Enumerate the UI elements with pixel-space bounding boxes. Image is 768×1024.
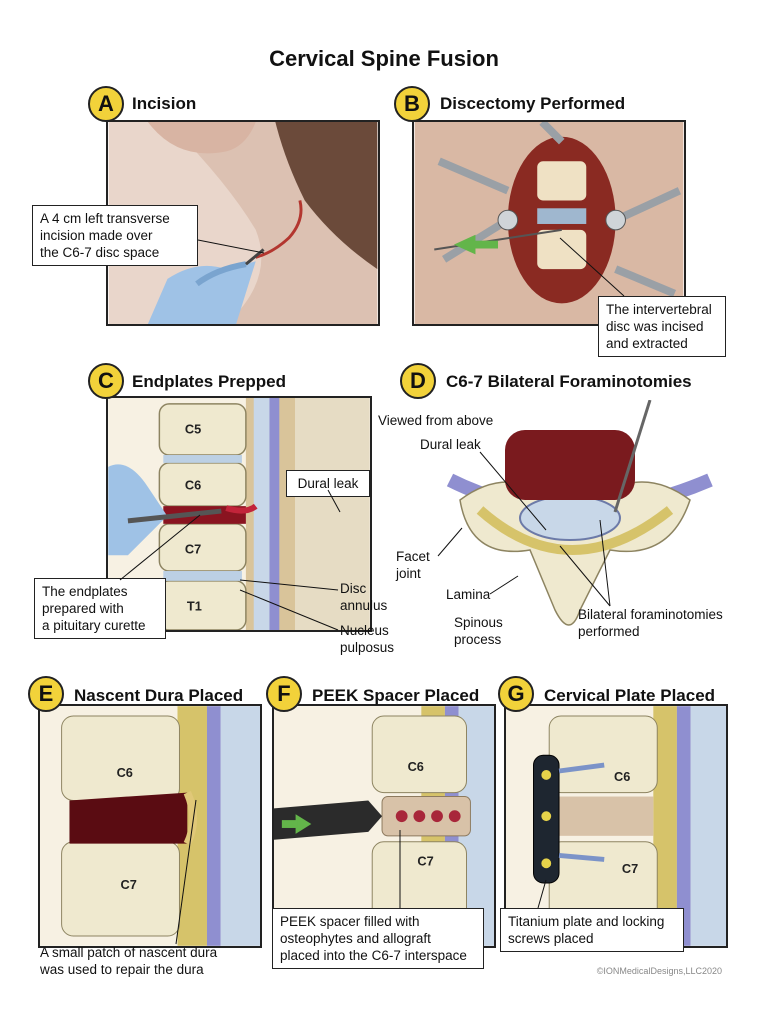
g-label-c6: C6 — [614, 769, 630, 784]
page-title: Cervical Spine Fusion — [269, 46, 499, 71]
panel-g-callout: Titanium plate and locking screws placed — [500, 908, 684, 952]
neck-incision-image — [108, 122, 378, 324]
panel-e-label: A small patch of nascent dura was used t… — [40, 945, 218, 977]
panel-e-badge: E — [28, 676, 64, 712]
panel-d-label-dural: Dural leak — [420, 437, 481, 452]
panel-d-label-spinous: Spinous process — [454, 615, 503, 647]
panel-e-illustration: C6 C7 — [38, 704, 262, 948]
panel-b-callout: The intervertebral disc was incised and … — [598, 296, 726, 357]
spine-side-view-c: C5 C6 C7 T1 — [108, 398, 370, 630]
panel-g-title: Cervical Plate Placed — [544, 686, 716, 705]
panel-b-title: Discectomy Performed — [440, 94, 626, 113]
panel-g-badge: G — [498, 676, 534, 712]
panel-f-title: PEEK Spacer Placed — [312, 686, 480, 705]
panel-d-label-bilateral: Bilateral foraminotomies performed — [578, 607, 723, 639]
discectomy-image — [414, 122, 684, 324]
panel-a-callout: A 4 cm left transverse incision made ove… — [32, 205, 198, 266]
panel-d-badge: D — [400, 363, 436, 399]
panel-a-badge: A — [88, 86, 124, 122]
panel-c-label-nucleus: Nucleus pulposus — [340, 623, 395, 655]
panel-a-illustration — [106, 120, 380, 326]
c-label-c6: C6 — [185, 477, 201, 492]
panel-c-callout-dural: Dural leak — [286, 470, 370, 497]
c-label-c7: C7 — [185, 541, 201, 556]
panel-c-callout-endplates: The endplates prepared with a pituitary … — [34, 578, 166, 639]
f-label-c7: C7 — [417, 853, 433, 868]
panel-c-label-disc: Disc annulus — [340, 581, 388, 613]
c-label-t1: T1 — [187, 598, 202, 613]
panel-f-callout: PEEK spacer filled with osteophytes and … — [272, 908, 484, 969]
spine-side-view-e: C6 C7 — [40, 706, 260, 946]
panel-e-title: Nascent Dura Placed — [74, 686, 244, 705]
panel-b-badge: B — [394, 86, 430, 122]
panel-c-badge: C — [88, 363, 124, 399]
panel-d-label-view: Viewed from above — [378, 413, 494, 428]
f-label-c6: C6 — [408, 759, 424, 774]
g-label-c7: C7 — [622, 861, 638, 876]
e-label-c7: C7 — [121, 877, 137, 892]
e-label-c6: C6 — [117, 765, 133, 780]
c-label-c5: C5 — [185, 421, 201, 436]
panel-c-title: Endplates Prepped — [132, 372, 286, 391]
panel-a-title: Incision — [132, 94, 197, 113]
panel-d-label-lamina: Lamina — [446, 587, 491, 602]
panel-d-title: C6-7 Bilateral Foraminotomies — [446, 372, 692, 391]
panel-d-label-facet: Facet joint — [396, 549, 430, 581]
panel-b-illustration — [412, 120, 686, 326]
panel-f-badge: F — [266, 676, 302, 712]
copyright-text: ©IONMedicalDesigns,LLC2020 — [596, 966, 722, 976]
